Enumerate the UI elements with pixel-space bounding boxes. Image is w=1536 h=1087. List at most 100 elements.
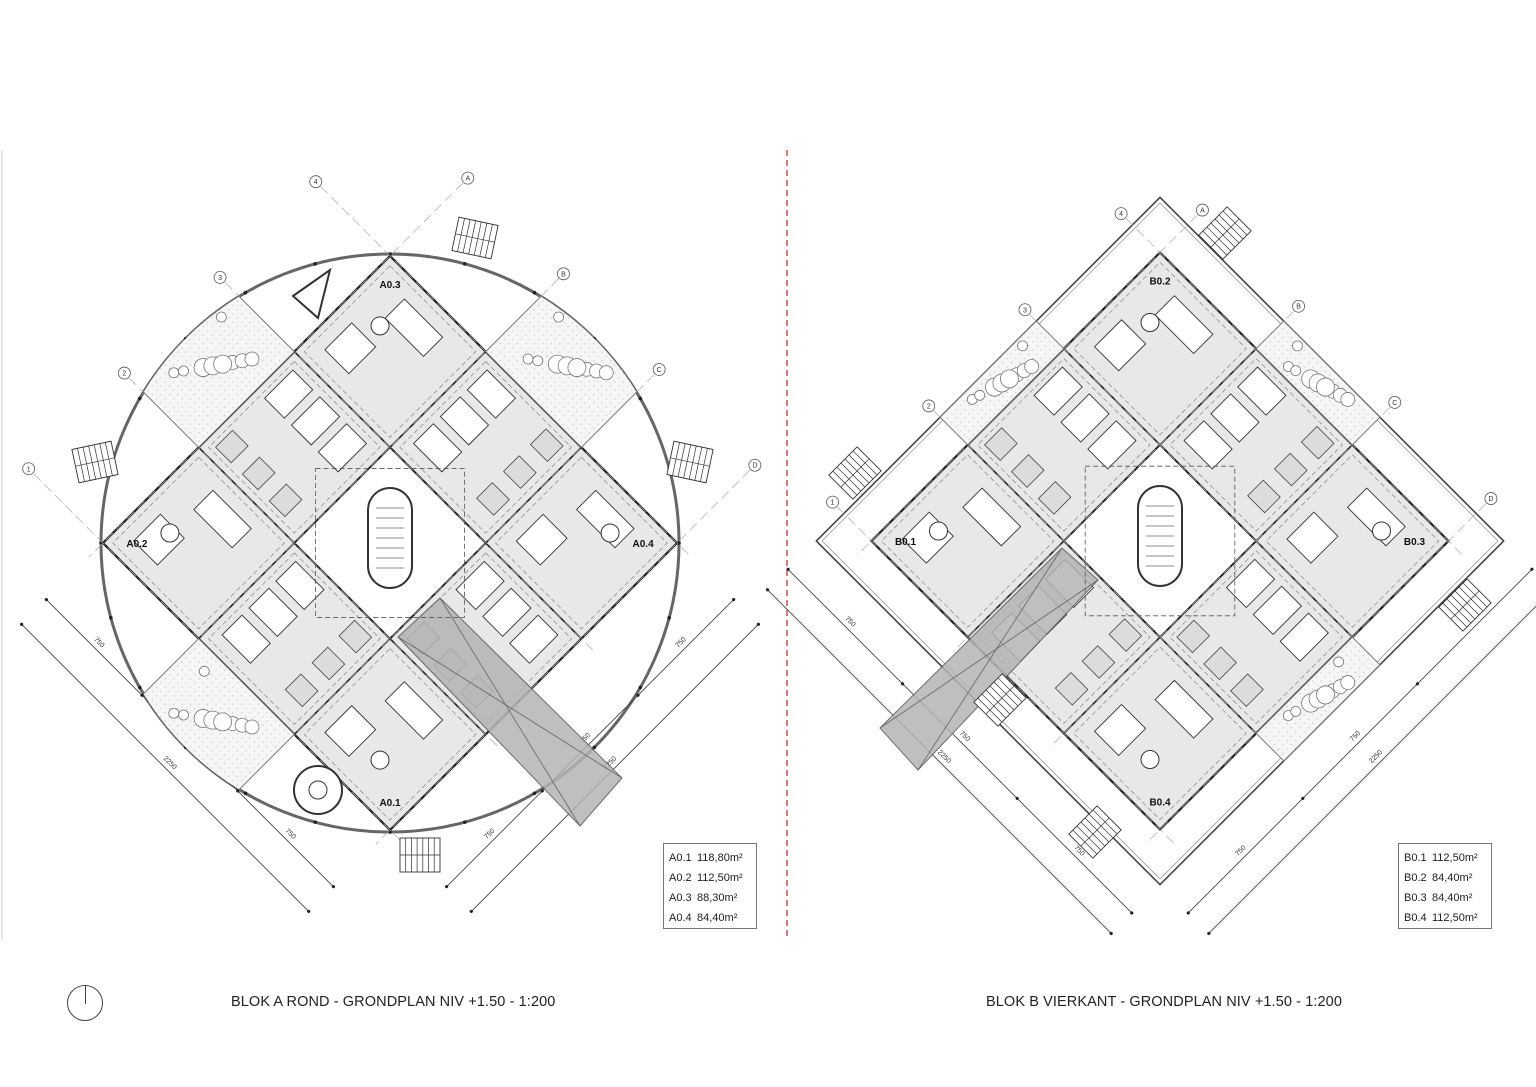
plant-icon bbox=[1024, 359, 1040, 374]
unit-label: B0.3 bbox=[1404, 537, 1426, 548]
grid-letter-label: B bbox=[561, 271, 566, 278]
unit-area: 118,80m² bbox=[697, 852, 743, 864]
plant-icon bbox=[178, 709, 189, 721]
grid-letter-label: D bbox=[752, 463, 757, 470]
walkway-diagonal bbox=[439, 597, 581, 827]
plant-icon bbox=[999, 369, 1019, 389]
bathroom-icon bbox=[1273, 452, 1308, 487]
dimension-tick bbox=[901, 682, 905, 686]
exterior-steps-icon bbox=[1068, 805, 1122, 859]
grid-number-label: 3 bbox=[218, 275, 222, 282]
unit-area: 112,50m² bbox=[1432, 852, 1478, 864]
dimension-tick bbox=[732, 597, 736, 602]
bed-icon bbox=[1033, 366, 1083, 416]
plant-icon bbox=[198, 665, 210, 677]
bathroom-icon bbox=[241, 456, 276, 491]
bed-icon bbox=[1279, 612, 1329, 662]
plant-icon bbox=[598, 365, 614, 381]
dining-table-icon bbox=[160, 523, 180, 543]
room-outline bbox=[303, 265, 477, 438]
grid-number-label: 4 bbox=[1119, 211, 1123, 218]
triangular-planter bbox=[291, 267, 332, 320]
column-dot bbox=[243, 791, 248, 796]
unit-label: A0.1 bbox=[379, 798, 401, 809]
dimension-tick bbox=[444, 885, 449, 889]
dining-table-icon bbox=[600, 523, 620, 543]
bathroom-icon bbox=[1300, 425, 1335, 460]
kitchen-counter bbox=[384, 681, 444, 740]
wall bbox=[967, 444, 1257, 734]
grid-letter-label: C bbox=[1392, 400, 1397, 407]
plant-icon bbox=[974, 389, 986, 401]
bed-icon bbox=[248, 587, 298, 637]
dimension-tick bbox=[236, 789, 240, 793]
column-dot bbox=[592, 745, 597, 750]
column-dot bbox=[532, 290, 537, 295]
dimension-tick bbox=[1015, 796, 1019, 800]
exterior-steps-icon bbox=[1438, 578, 1492, 632]
column-dot bbox=[532, 791, 537, 796]
unit-area: 112,50m² bbox=[697, 872, 743, 884]
plant-icon bbox=[1290, 365, 1302, 377]
plan-a-title: BLOK A ROND - GRONDPLAN NIV +1.50 - 1:20… bbox=[231, 994, 556, 1010]
grid-letter-label: A bbox=[465, 176, 470, 183]
grid-number-label: 4 bbox=[314, 179, 318, 186]
unit-label: A0.2 bbox=[126, 539, 148, 550]
bathroom-icon bbox=[1010, 454, 1045, 488]
unit-code: A0.1 bbox=[669, 852, 692, 864]
bathroom-icon bbox=[1230, 673, 1264, 708]
plant-icon bbox=[1340, 392, 1356, 407]
bed-icon bbox=[1252, 585, 1303, 635]
room-outline bbox=[399, 361, 572, 534]
grid-bubble bbox=[557, 267, 570, 281]
grid-bubble bbox=[213, 270, 227, 284]
bed-icon bbox=[290, 396, 341, 446]
grid-axis-line bbox=[1125, 218, 1463, 556]
courtyard-void-outline bbox=[315, 468, 465, 618]
room-outline bbox=[399, 552, 572, 725]
dimension-tick bbox=[1109, 931, 1113, 936]
kitchen-counter bbox=[193, 489, 252, 549]
column-dot bbox=[243, 290, 248, 295]
unit-label: B0.4 bbox=[1149, 797, 1171, 808]
dimension-tick bbox=[636, 693, 640, 697]
bed-icon bbox=[1087, 420, 1137, 470]
step-line bbox=[670, 457, 710, 467]
column-dot bbox=[462, 262, 467, 266]
dining-table-icon bbox=[370, 750, 390, 770]
grid-letter-label: D bbox=[1488, 496, 1493, 503]
grid-number-label: 3 bbox=[1023, 307, 1027, 314]
plant-icon bbox=[1017, 340, 1028, 352]
dimension-line bbox=[1208, 589, 1536, 934]
bathroom-icon bbox=[529, 428, 564, 463]
bathroom-icon bbox=[215, 429, 249, 464]
sofa-icon bbox=[324, 322, 377, 375]
column-dot bbox=[313, 262, 318, 266]
bed-icon bbox=[482, 587, 532, 637]
plant-icon bbox=[1333, 656, 1345, 668]
grid-letter-label: C bbox=[657, 367, 662, 374]
sofa-icon bbox=[515, 513, 568, 566]
kitchen-counter bbox=[384, 298, 444, 358]
plant-icon bbox=[178, 365, 189, 377]
plan-blok-b: 1234ABCD75075075022507507507502250B0.1B0… bbox=[765, 196, 1536, 936]
bathroom-icon bbox=[1054, 671, 1089, 706]
exterior-steps-icon bbox=[828, 446, 882, 500]
bed-icon bbox=[317, 423, 368, 473]
room-outline bbox=[880, 454, 1055, 628]
plant-icon bbox=[1290, 705, 1302, 717]
column-dot bbox=[137, 685, 142, 690]
room-outline bbox=[303, 648, 477, 821]
step-line bbox=[75, 457, 115, 467]
grid-bubble bbox=[1388, 396, 1402, 409]
step-line bbox=[1210, 218, 1240, 248]
grid-axis-line bbox=[224, 282, 596, 654]
garden-group bbox=[130, 283, 650, 803]
grid-bubble bbox=[922, 399, 936, 413]
walkway-diagonal bbox=[879, 579, 1099, 729]
legend-row: A0.1 118,80m² bbox=[669, 848, 756, 868]
grid-number-label: 1 bbox=[831, 500, 835, 507]
